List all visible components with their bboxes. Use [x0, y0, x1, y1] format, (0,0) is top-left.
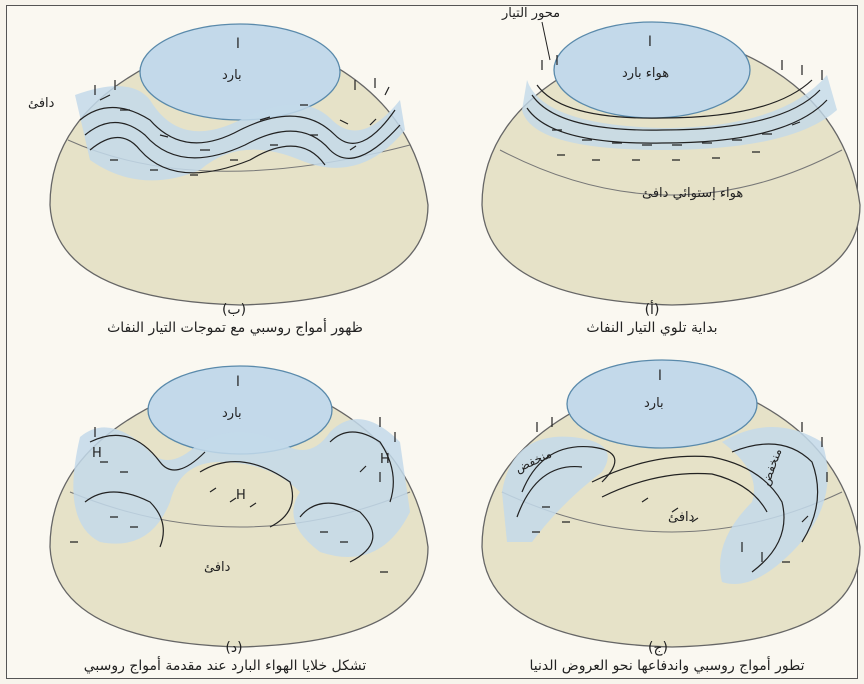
panel-b: ا بارد دافئ (ب) ظهور أمواج روسبي مع تموج…: [0, 0, 432, 342]
panel-c-caption: تطور أمواج روسبي واندفاعها نحو العروض ال…: [472, 658, 862, 674]
panel-d-high-right: H: [380, 452, 390, 467]
panel-a-pole-mark: ا: [648, 34, 652, 50]
panel-b-cold-label: بارد: [222, 68, 242, 83]
panel-b-caption: ظهور أمواج روسبي مع تموجات التيار النفاث: [40, 320, 430, 336]
panel-b-warm-label: دافئ: [28, 96, 54, 111]
panel-a: محور التيار ا هواء بارد هواء إستوائي داف…: [432, 0, 864, 342]
panel-b-hemisphere: [0, 0, 432, 342]
panel-c-pole-mark: ا: [658, 368, 662, 384]
panel-a-cold-label: هواء بارد: [622, 66, 669, 81]
panel-a-jet-axis-label: محور التيار: [502, 6, 560, 21]
panel-d-warm-label: دافئ: [204, 560, 230, 575]
panel-a-letter: (أ): [622, 302, 682, 318]
panel-d-letter: (د): [204, 640, 264, 656]
panel-d-high-center: H: [236, 488, 246, 503]
panel-c-hemisphere: [432, 342, 864, 684]
panel-a-hemisphere: [432, 0, 864, 342]
panel-b-letter: (ب): [204, 302, 264, 318]
panel-c: ا بارد منخفض منخفض دافئ (ج) تطور أمواج ر…: [432, 342, 864, 684]
panel-c-cold-label: بارد: [644, 396, 664, 411]
panel-d-high-left: H: [92, 446, 102, 461]
panel-a-warm-label: هواء إستوائي دافئ: [642, 186, 743, 201]
panel-d-cold-label: بارد: [222, 406, 242, 421]
panel-d-caption: تشكل خلايا الهواء البارد عند مقدمة أمواج…: [20, 658, 430, 674]
panel-d-pole-mark: ا: [236, 374, 240, 390]
panel-b-pole-mark: ا: [236, 36, 240, 52]
panel-c-warm-label: دافئ: [668, 510, 694, 525]
panel-d-hemisphere: [0, 342, 432, 684]
panel-d: ا بارد H H H دافئ (د) تشكل خلايا الهواء …: [0, 342, 432, 684]
panel-c-letter: (ج): [628, 640, 688, 656]
panel-a-caption: بداية تلوي التيار النفاث: [472, 320, 832, 336]
